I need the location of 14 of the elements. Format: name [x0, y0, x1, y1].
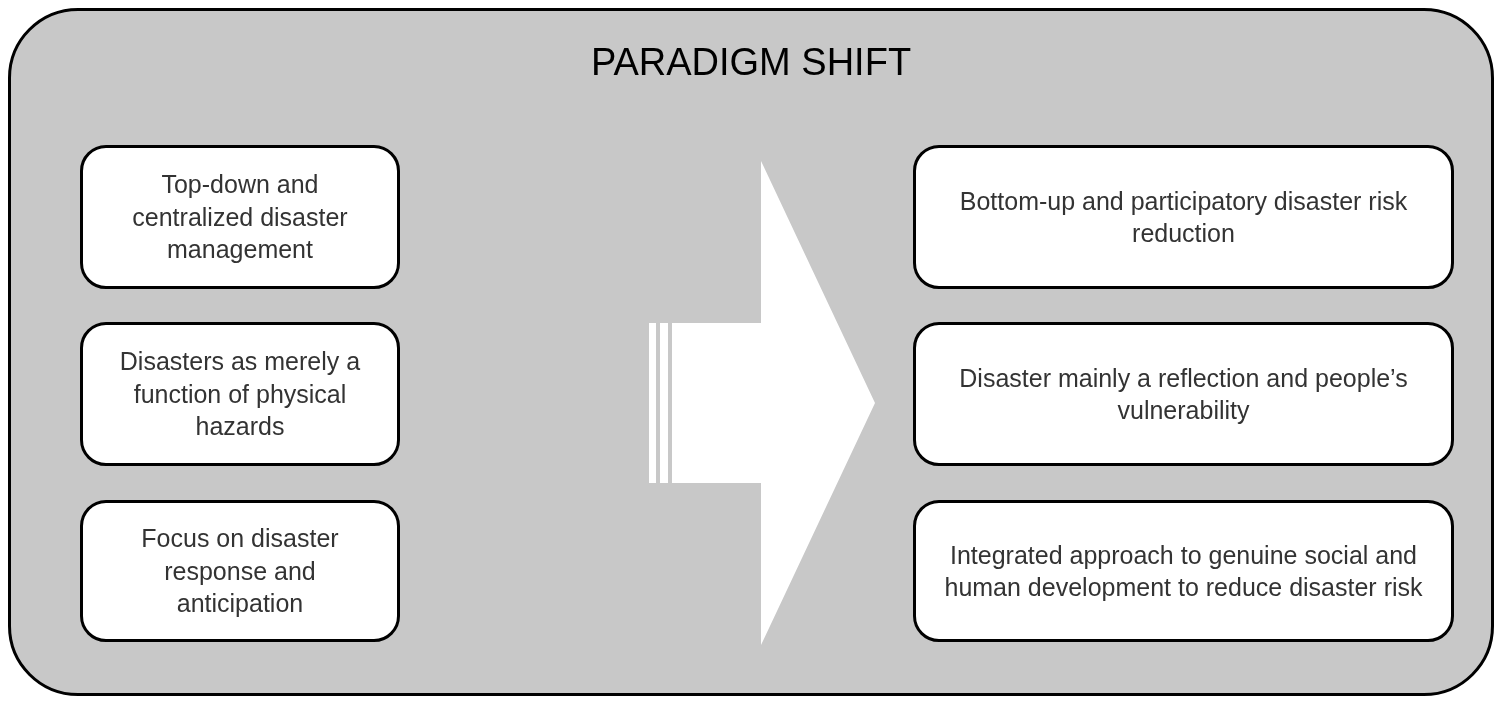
statement-box [913, 145, 1454, 289]
statement-box [80, 500, 400, 642]
statement-box [913, 500, 1454, 642]
statement-box [913, 322, 1454, 466]
statement-text: Disasters as merely a function of physical hazards [118, 346, 362, 443]
title: PARADIGM SHIFT [590, 40, 912, 85]
statement-box [80, 322, 400, 466]
statement-text: Bottom-up and participatory disaster risk reduction [958, 185, 1409, 249]
panel [8, 8, 1494, 696]
statement-box [80, 145, 400, 289]
statement-text: Integrated approach to genuine social and human development to reduce disaster risk [943, 539, 1424, 603]
statement-text: Disaster mainly a reflection and people’s vulnerability [958, 362, 1409, 426]
statement-text: Focus on disaster response and anticipation [140, 523, 340, 620]
statement-text: Top-down and centralized disaster management [131, 169, 349, 266]
